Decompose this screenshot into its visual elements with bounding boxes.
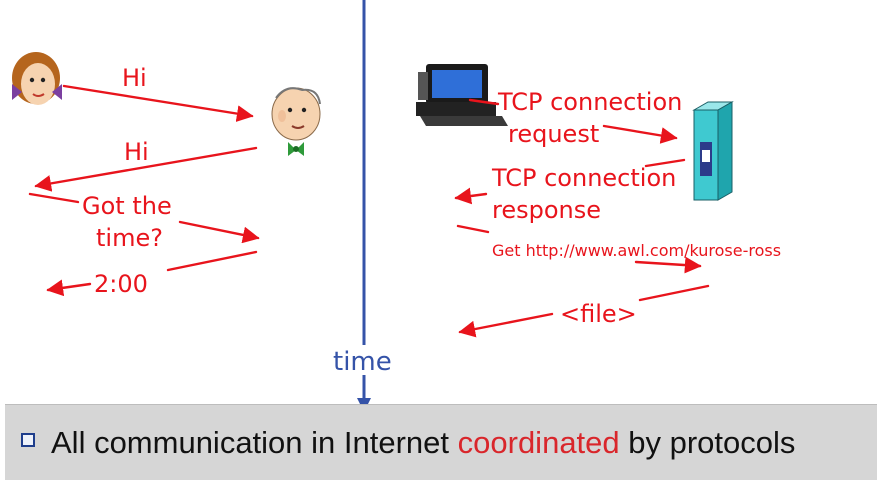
computer-icon xyxy=(416,64,508,126)
tcp-response-arrow-start xyxy=(644,158,686,168)
hi-response-arrow xyxy=(34,146,258,192)
bullet-square-icon xyxy=(21,433,35,447)
footer-caption: All communication in Internet coordinate… xyxy=(51,425,795,461)
file-response-arrow-start xyxy=(638,284,710,302)
left-messages: Hi Hi Got the time? 2:00 xyxy=(28,64,260,298)
footer-text-after: by protocols xyxy=(619,425,796,460)
time-response-arrow-start xyxy=(166,250,258,272)
hi-request-arrow xyxy=(62,84,254,122)
tcp-response-line1: TCP connection xyxy=(491,164,676,192)
file-response-label: <file> xyxy=(560,300,637,328)
tcp-request-arrow xyxy=(602,124,678,144)
tcp-request-arrow-start xyxy=(468,98,500,106)
get-request-arrow-start xyxy=(456,224,490,234)
hi-response-label: Hi xyxy=(124,138,149,166)
footer-highlight-word: coordinated xyxy=(457,425,620,460)
man-face-icon xyxy=(271,87,321,156)
time-label: time xyxy=(333,347,392,377)
timeline: time xyxy=(333,0,392,412)
right-messages: TCP connection request TCP connection re… xyxy=(454,88,781,338)
time-request-arrow-start xyxy=(28,192,80,204)
tcp-request-line2: request xyxy=(508,120,599,148)
time-request-line2: time? xyxy=(96,224,163,252)
tcp-response-arrow xyxy=(454,187,488,205)
time-response-label: 2:00 xyxy=(94,270,148,298)
footer-bar: All communication in Internet coordinate… xyxy=(5,404,877,480)
tcp-request-line1: TCP connection xyxy=(497,88,682,116)
woman-face-icon xyxy=(12,52,62,105)
tcp-response-line2: response xyxy=(492,196,601,224)
file-response-arrow xyxy=(458,312,554,338)
get-request-arrow xyxy=(634,256,702,274)
footer-text-before: All communication in Internet xyxy=(51,425,458,460)
time-request-arrow xyxy=(178,220,260,244)
time-request-line1: Got the xyxy=(82,192,172,220)
server-icon xyxy=(692,101,734,201)
get-request-label: Get http://www.awl.com/kurose-ross xyxy=(492,241,781,260)
hi-request-label: Hi xyxy=(122,64,147,92)
time-response-arrow xyxy=(46,279,92,297)
